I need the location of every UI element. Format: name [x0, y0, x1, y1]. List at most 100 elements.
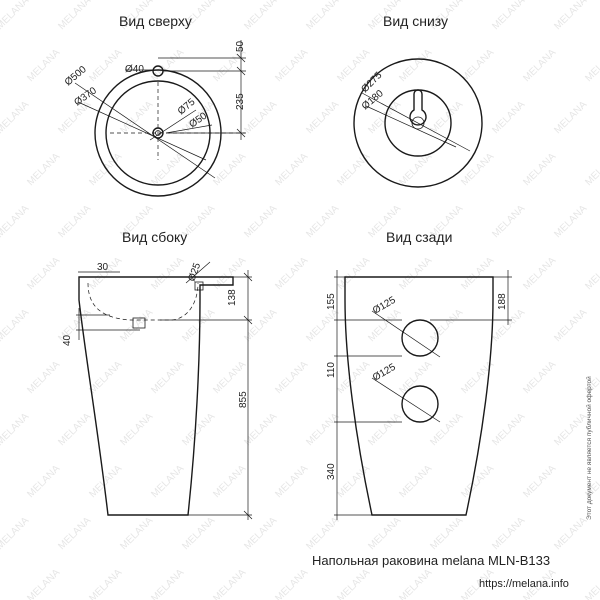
watermark-text: MELANA — [366, 515, 403, 552]
watermark-text: MELANA — [0, 411, 31, 448]
drain-slot — [409, 89, 427, 126]
side-drain — [132, 317, 146, 329]
h40-label: 40 — [62, 334, 73, 346]
watermark-text: MELANA — [366, 307, 403, 344]
watermark-text: MELANA — [366, 411, 403, 448]
back-hole-lower — [401, 385, 439, 423]
dim-tick — [243, 315, 253, 325]
watermark-text: MELANA — [304, 307, 341, 344]
watermark-text: MELANA — [25, 255, 62, 292]
watermark-text: MELANA — [118, 515, 155, 552]
watermark-text: MELANA — [56, 203, 93, 240]
d125b-label: Ø125 — [371, 362, 398, 384]
d125b-leader — [371, 377, 441, 423]
d500-leader — [74, 82, 216, 179]
bottom-view-title: Вид снизу — [383, 13, 448, 29]
d40-label: Ø40 — [125, 64, 144, 75]
watermark-text: MELANA — [273, 359, 310, 396]
h340-label: 340 — [326, 463, 337, 480]
dim-tick — [236, 53, 246, 63]
watermark-text: MELANA — [211, 255, 248, 292]
watermark-text: MELANA — [0, 203, 31, 240]
watermark-text: MELANA — [273, 463, 310, 500]
h50-label: 50 — [235, 40, 246, 52]
drain-ring — [411, 116, 425, 130]
h188-label: 188 — [497, 293, 508, 310]
watermark-text: MELANA — [335, 151, 372, 188]
watermark-text: MELANA — [149, 151, 186, 188]
watermark-text: MELANA — [397, 359, 434, 396]
watermark-text: MELANA — [397, 47, 434, 84]
watermark-text: MELANA — [242, 99, 279, 136]
watermark-text: MELANA — [87, 47, 124, 84]
watermark-text: MELANA — [552, 203, 589, 240]
back-view-title: Вид сзади — [386, 229, 452, 245]
d125a-leader — [371, 310, 441, 358]
watermark-text: MELANA — [428, 99, 465, 136]
watermark-text: MELANA — [211, 463, 248, 500]
watermark-text: MELANA — [304, 99, 341, 136]
w30-label: 30 — [97, 262, 109, 273]
watermark-text: MELANA — [552, 99, 589, 136]
watermark-text: MELANA — [25, 463, 62, 500]
watermark-text: MELANA — [0, 515, 31, 552]
side-view-title: Вид сбоку — [122, 229, 187, 245]
watermark-text: MELANA — [459, 151, 496, 188]
watermark-text: MELANA — [273, 47, 310, 84]
watermark-text: MELANA — [25, 151, 62, 188]
watermark-text: MELANA — [490, 99, 527, 136]
watermark-text: MELANA — [521, 151, 558, 188]
h155-label: 155 — [326, 293, 337, 310]
h855-label: 855 — [238, 391, 249, 408]
watermark-text: MELANA — [87, 255, 124, 292]
watermark-text: MELANA — [180, 411, 217, 448]
side-view: Вид сбоку 30 Ø25 138 40 855 — [62, 229, 253, 520]
watermark-text: MELANA — [304, 203, 341, 240]
side-bowl-hidden — [87, 282, 199, 321]
watermark-text: MELANA — [583, 151, 600, 188]
disclaimer-note: Этот документ не является публичной офер… — [586, 376, 593, 520]
watermark-text: MELANA — [459, 463, 496, 500]
d370-leader — [77, 101, 207, 161]
watermark-text: MELANA — [25, 567, 62, 600]
watermark-text: MELANA — [521, 463, 558, 500]
watermark-text: MELANA — [273, 255, 310, 292]
watermark-text: MELANA — [149, 47, 186, 84]
watermark-text: MELANA — [335, 567, 372, 600]
watermark-text: MELANA — [56, 0, 93, 32]
watermark-text: MELANA — [397, 567, 434, 600]
watermark-text: MELANA — [273, 151, 310, 188]
watermark-text: MELANA — [87, 567, 124, 600]
d500-label: Ø500 — [63, 64, 89, 88]
h110-label: 110 — [326, 362, 337, 378]
watermark-text: MELANA — [490, 307, 527, 344]
d50-leader — [165, 124, 213, 134]
watermark-text: MELANA — [490, 203, 527, 240]
d25-label: Ø25 — [186, 261, 203, 283]
watermark-text: MELANA — [459, 359, 496, 396]
watermark-text: MELANA — [149, 359, 186, 396]
side-faucet-hole — [194, 281, 204, 291]
d75-leader — [149, 109, 197, 141]
watermark-text: MELANA — [552, 515, 589, 552]
watermark-text: MELANA — [304, 0, 341, 32]
watermark-text: MELANA — [304, 411, 341, 448]
h138-label: 138 — [227, 289, 238, 306]
watermark-text: MELANA — [552, 307, 589, 344]
watermark-text: MELANA — [583, 567, 600, 600]
dim-tick — [236, 66, 246, 76]
watermark-text: MELANA — [335, 359, 372, 396]
website-link[interactable]: https://melana.info — [479, 578, 569, 590]
watermark-text: MELANA — [490, 0, 527, 32]
watermark-text: MELANA — [0, 307, 31, 344]
d275-leader — [361, 92, 471, 152]
watermark-text: MELANA — [521, 359, 558, 396]
watermark-text: MELANA — [118, 307, 155, 344]
watermark-text: MELANA — [211, 359, 248, 396]
watermark-text: MELANA — [490, 515, 527, 552]
watermark-text: MELANA — [0, 99, 31, 136]
watermark-text: MELANA — [521, 47, 558, 84]
watermark-text: MELANA — [242, 203, 279, 240]
watermark-text: MELANA — [552, 411, 589, 448]
watermark-text: MELANA — [397, 463, 434, 500]
